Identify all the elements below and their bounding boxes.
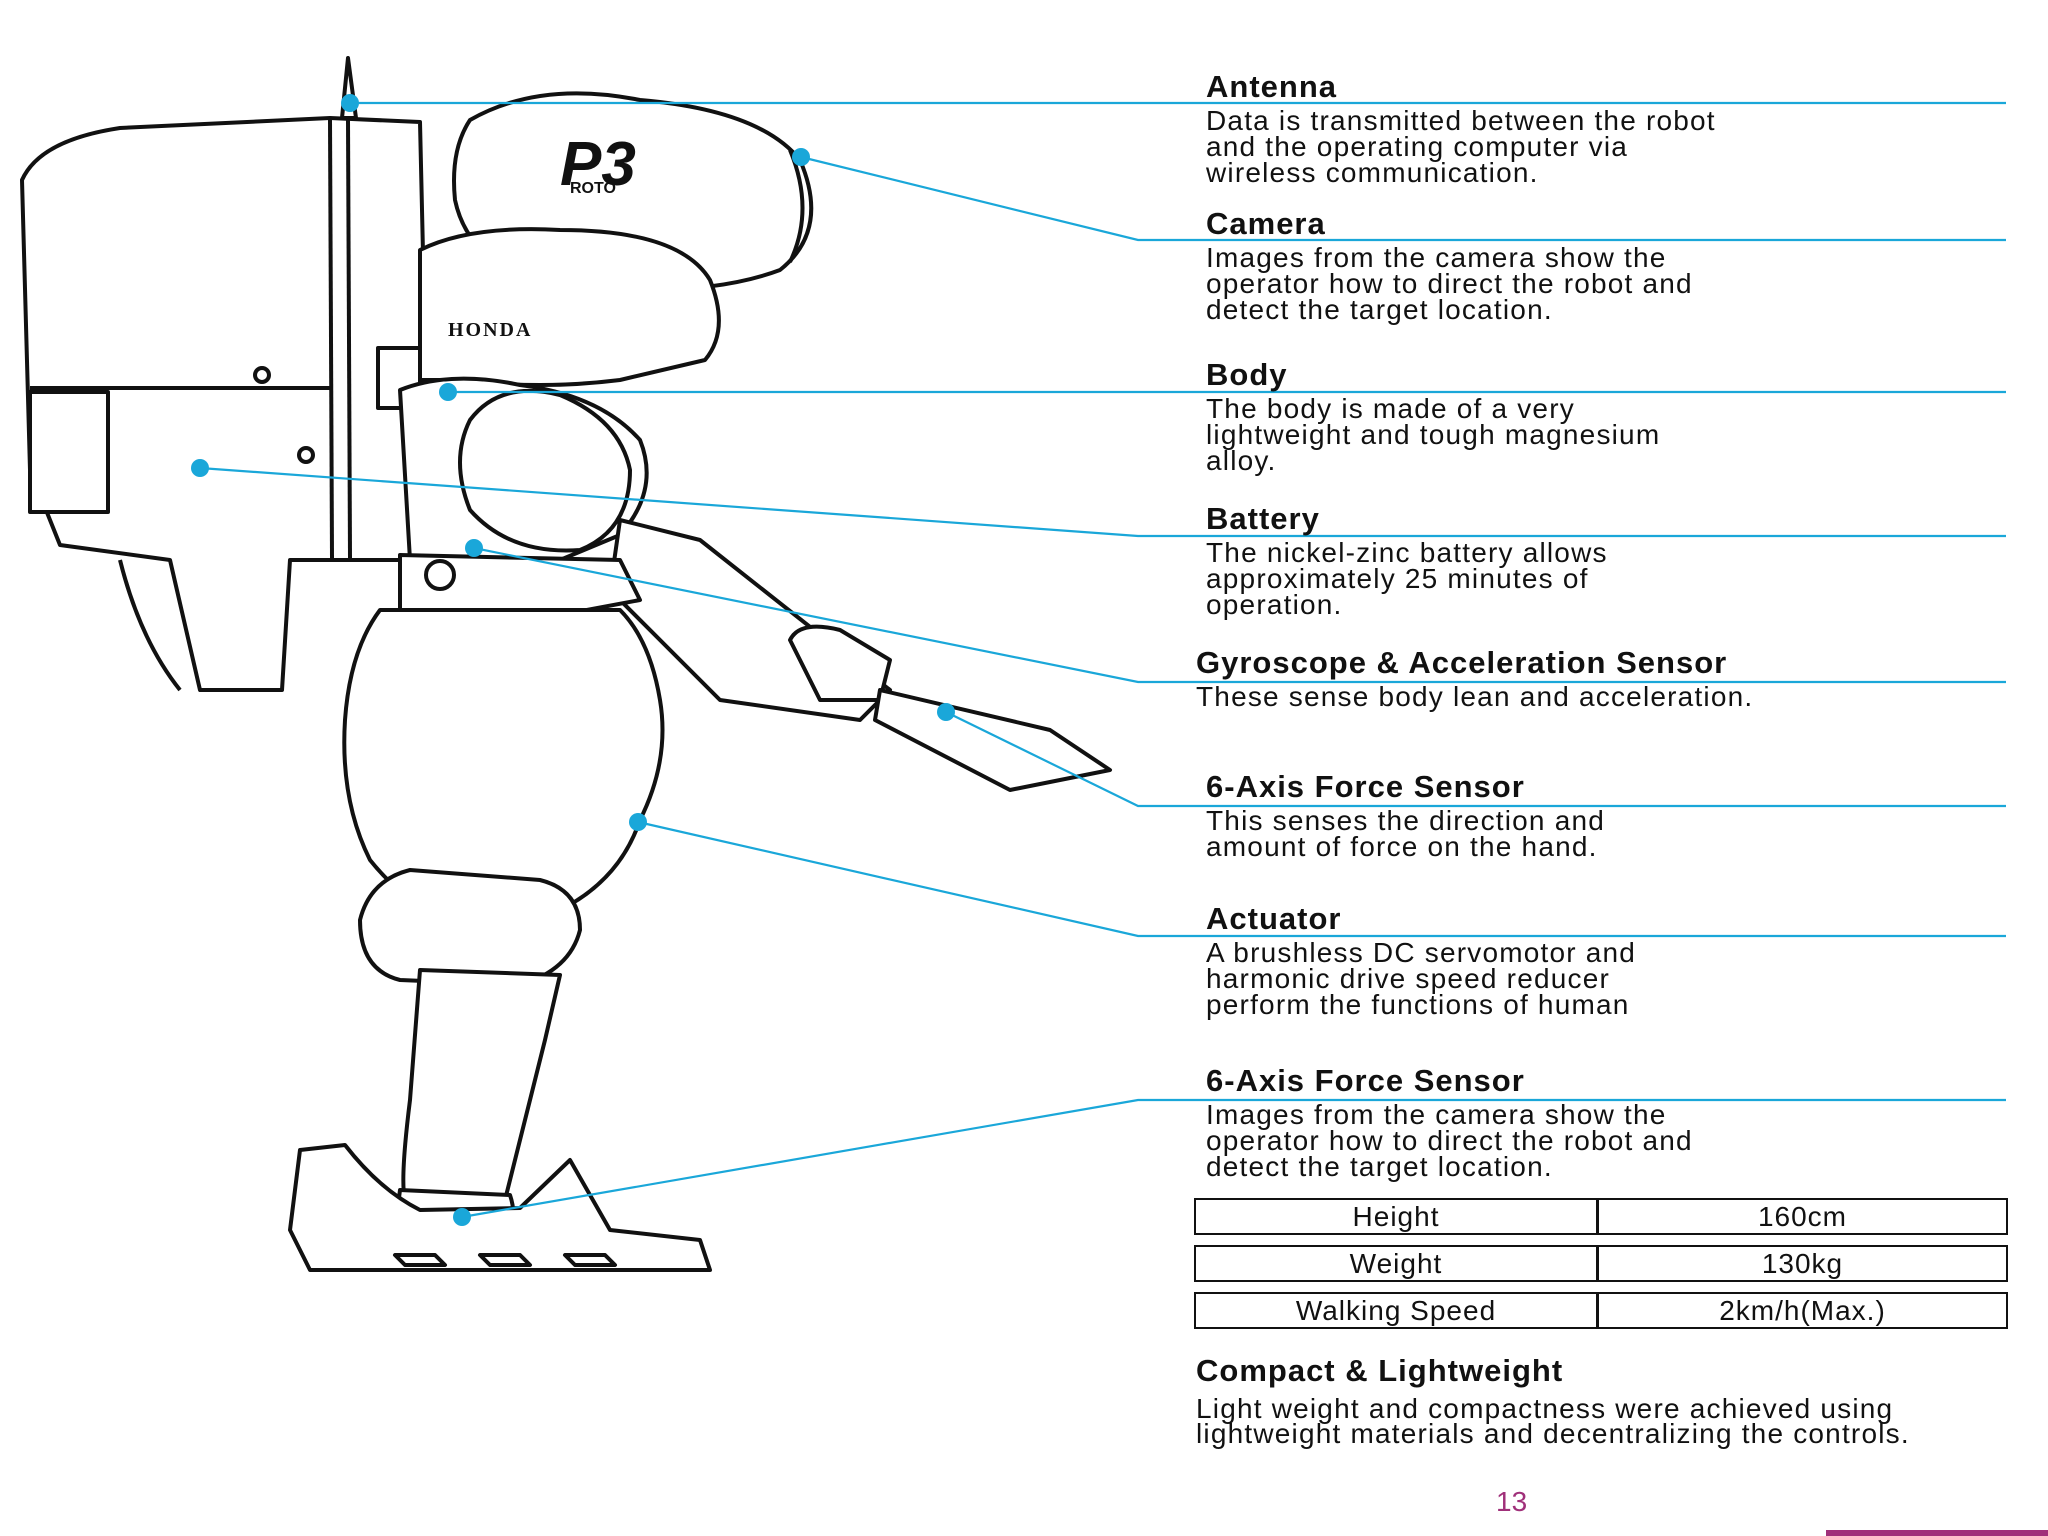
callout-title: Gyroscope & Acceleration Sensor [1196,645,1728,680]
model-logo-sub: ROTO [570,180,616,197]
leader-line-battery [199,466,2006,538]
leader-line-hand-force-sensor [945,711,2006,808]
specs-table: Height 160cm Weight 130kg Walking Speed … [1194,1198,2008,1339]
callout-desc: The body is made of a very lightweight a… [1206,393,1661,476]
callout-desc: This senses the direction and amount of … [1206,805,1606,862]
callout-title: 6-Axis Force Sensor [1206,769,1525,804]
compact-section: Compact & Lightweight Light weight and c… [1196,1353,2016,1449]
callout-foot-force-sensor: 6-Axis Force Sensor Images from the came… [1206,1063,2006,1182]
callout-desc: Images from the camera show the operator… [1206,242,1693,325]
leader-line-camera [800,155,2006,242]
callout-desc: Images from the camera show the operator… [1206,1099,1693,1182]
spec-label: Weight [1196,1247,1599,1280]
spec-label: Height [1196,1200,1599,1233]
callout-actuator: Actuator A brushless DC servomotor and h… [1206,901,2006,1020]
spec-label: Walking Speed [1196,1294,1599,1327]
callout-title: Body [1206,357,1288,392]
callout-hand-force-sensor: 6-Axis Force Sensor This senses the dire… [1206,769,2006,862]
callout-title: Actuator [1206,901,1342,936]
callout-battery: Battery The nickel-zinc battery allows a… [1206,501,2006,620]
page-number: 13 [1496,1486,1528,1517]
anchor-dot-hand-force-sensor [937,703,955,721]
callout-title: 6-Axis Force Sensor [1206,1063,1525,1098]
callout-title: Camera [1206,206,1326,241]
anchor-dot-actuator [629,813,647,831]
anchor-dot-foot-force-sensor [453,1208,471,1226]
compact-desc: Light weight and compactness were achiev… [1196,1393,1910,1449]
leader-line-gyroscope [473,546,2006,684]
corner-accent-bar [1826,1530,2048,1536]
spec-value: 2km/h(Max.) [1719,1294,1886,1326]
leader-line-actuator [637,820,2006,938]
anchor-dot-gyroscope [465,539,483,557]
spec-value: 160cm [1757,1200,1848,1232]
anchor-dot-antenna [341,94,359,112]
callout-title: Battery [1206,501,1320,536]
anchor-dot-body [439,383,457,401]
compact-title: Compact & Lightweight [1196,1353,1564,1388]
spec-row-weight: Weight 130kg [1194,1245,2008,1282]
callout-desc: A brushless DC servomotor and harmonic d… [1206,937,1637,1020]
anchor-dot-battery [191,459,209,477]
spec-row-walking-speed: Walking Speed 2km/h(Max.) [1194,1292,2008,1329]
callout-desc: Data is transmitted between the robot an… [1206,105,1716,188]
spec-row-height: Height 160cm [1194,1198,2008,1235]
callout-desc: These sense body lean and acceleration. [1196,681,1754,712]
leader-line-foot-force-sensor [461,1098,2006,1219]
anchor-dot-camera [792,148,810,166]
callout-camera: Camera Images from the camera show the o… [1206,206,2006,325]
callout-title: Antenna [1206,69,1337,104]
callout-body: Body The body is made of a very lightwei… [1206,357,2006,476]
spec-value: 130kg [1761,1247,1844,1279]
callout-antenna: Antenna Data is transmitted between the … [1206,69,2006,188]
callout-gyroscope: Gyroscope & Acceleration Sensor These se… [1196,645,1996,712]
callout-desc: The nickel-zinc battery allows approxima… [1206,537,1608,620]
robot-illustration: P3 ROTO HONDA [20,56,1112,1272]
model-logo: P3 [560,130,636,199]
brand-mark: HONDA [448,319,532,341]
